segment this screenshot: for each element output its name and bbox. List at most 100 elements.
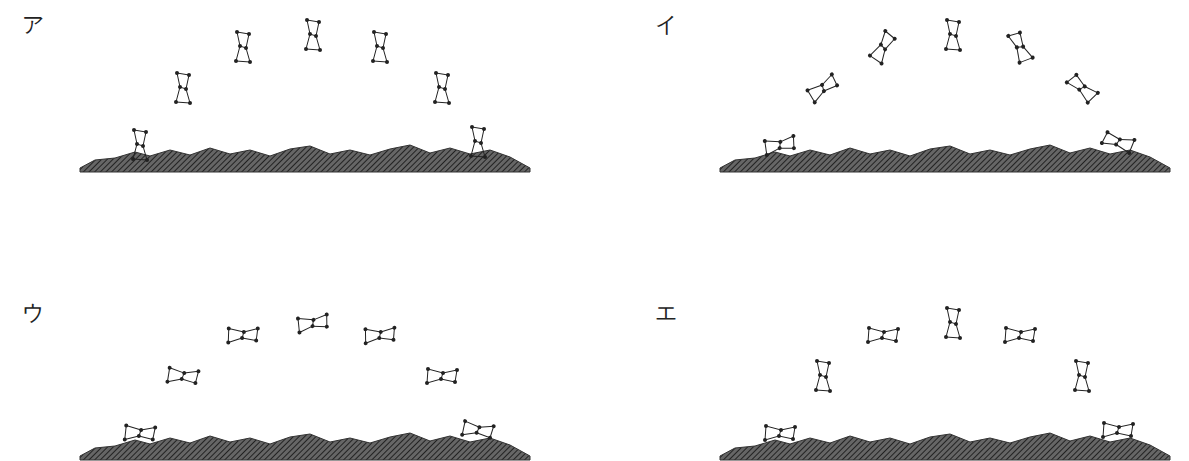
constellation-line	[765, 426, 766, 440]
constellation-line	[306, 34, 310, 49]
star-dot	[180, 377, 184, 381]
constellation-line	[1085, 363, 1088, 377]
star-dot	[324, 312, 329, 317]
constellation-line	[184, 370, 198, 374]
star-dot	[377, 336, 381, 340]
constellation-line	[946, 322, 950, 337]
constellation	[944, 306, 962, 340]
star-dot	[314, 34, 318, 38]
constellation-line	[479, 424, 493, 429]
star-dot	[227, 326, 231, 330]
star-dot	[184, 87, 188, 91]
star-dot	[882, 330, 886, 334]
star-dot	[1020, 44, 1025, 49]
constellation-line	[1085, 377, 1089, 391]
star-dot	[791, 437, 795, 441]
constellation	[460, 419, 496, 442]
star-dot	[296, 316, 301, 321]
constellation-line	[946, 337, 960, 338]
star-dot	[447, 101, 451, 105]
constellation-line	[1120, 136, 1135, 144]
constellation	[866, 326, 900, 344]
star-dot	[178, 85, 182, 89]
star-dot	[304, 47, 308, 51]
star-dot	[777, 434, 781, 438]
constellation-line	[445, 89, 449, 103]
star-dot	[944, 47, 948, 51]
star-dot	[135, 142, 139, 146]
star-dot	[187, 73, 191, 77]
constellation-line	[481, 143, 485, 157]
star-dot	[1086, 361, 1090, 365]
constellation-line	[481, 129, 484, 143]
constellation-line	[177, 73, 180, 87]
constellation-line	[882, 338, 896, 341]
star-dot	[123, 437, 127, 441]
star-dot	[764, 424, 768, 428]
star-dot	[473, 139, 477, 143]
constellation-line	[1103, 423, 1104, 437]
star-dot	[1115, 431, 1119, 435]
star-dot	[1105, 130, 1110, 135]
star-dot	[957, 308, 961, 312]
constellation-line	[133, 144, 137, 159]
star-dot	[1003, 340, 1007, 344]
constellation	[304, 18, 322, 52]
star-dot	[474, 431, 479, 436]
star-dot	[375, 44, 379, 48]
constellation-line	[374, 32, 377, 46]
star-dot	[434, 71, 438, 75]
star-dot	[196, 369, 200, 373]
star-dot	[254, 338, 258, 342]
constellation-line	[143, 146, 147, 160]
star-dot	[426, 367, 430, 371]
constellation-line	[427, 369, 428, 383]
star-dot	[318, 48, 322, 52]
star-dot	[815, 359, 819, 363]
constellation	[814, 359, 832, 393]
constellation-line	[313, 324, 327, 329]
constellation-line	[316, 36, 320, 50]
mountain-silhouette	[80, 145, 530, 172]
constellation-line	[779, 436, 793, 439]
constellation	[763, 424, 797, 442]
constellation-line	[445, 75, 448, 89]
constellation-line	[126, 426, 141, 431]
star-dot	[945, 18, 949, 22]
star-dot	[1030, 55, 1035, 60]
constellation-line	[435, 87, 439, 102]
constellation-line	[1005, 328, 1006, 342]
constellation-line	[869, 328, 884, 332]
constellation-line	[1013, 47, 1023, 62]
star-dot	[957, 20, 961, 24]
star-dot	[954, 34, 958, 38]
constellation-line	[298, 316, 313, 323]
constellation-line	[167, 378, 181, 383]
constellation-line	[956, 22, 959, 36]
star-dot	[137, 434, 141, 438]
constellation-line	[228, 338, 242, 342]
constellation	[425, 367, 459, 385]
sky-panel	[720, 306, 1170, 460]
star-dot	[234, 59, 238, 63]
mountain-silhouette	[720, 145, 1170, 172]
constellation-line	[307, 20, 310, 34]
star-dot	[793, 425, 797, 429]
constellation-line	[1075, 375, 1079, 390]
star-dot	[818, 373, 822, 377]
star-dot	[139, 428, 143, 432]
constellation-line	[1117, 433, 1131, 436]
star-dot	[379, 330, 383, 334]
star-dot	[867, 326, 871, 330]
star-dot	[879, 61, 884, 66]
constellation-line	[766, 426, 781, 430]
star-dot	[463, 419, 468, 424]
constellation-line	[472, 127, 475, 141]
star-dot	[174, 100, 178, 104]
star-dot	[385, 60, 389, 64]
star-dot	[364, 341, 368, 345]
constellation-line	[1102, 140, 1116, 147]
star-dot	[425, 381, 429, 385]
star-dot	[944, 335, 948, 339]
star-dot	[954, 322, 958, 326]
